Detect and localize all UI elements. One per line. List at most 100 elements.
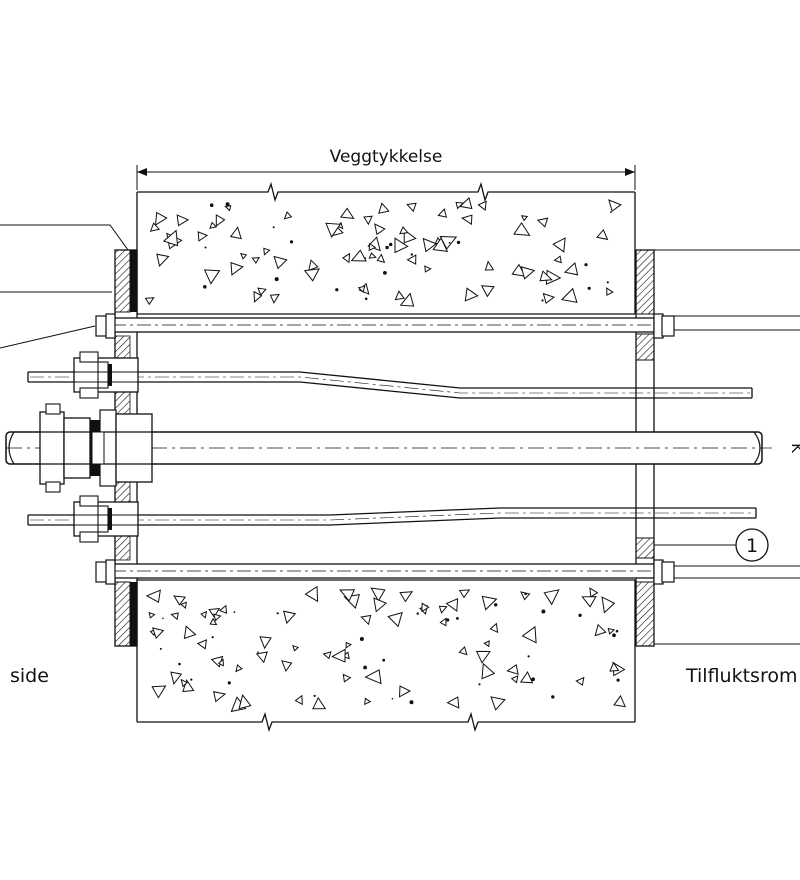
aggregate-stone — [589, 587, 599, 598]
aggregate-grain — [313, 694, 316, 698]
aggregate-stone — [464, 287, 479, 302]
aggregate-stone — [489, 622, 499, 634]
aggregate-stone — [203, 269, 221, 285]
aggregate-stone — [357, 285, 366, 293]
aggregate-grain — [289, 240, 294, 244]
aggregate-stone — [506, 663, 519, 675]
aggregate-stone — [209, 221, 218, 229]
aggregate-grain — [203, 285, 207, 289]
aggregate-grain — [389, 242, 393, 247]
aggregate-grain — [610, 211, 612, 214]
aggregate-stone — [445, 598, 459, 612]
aggregate-stone — [217, 658, 224, 667]
aggregate-stone — [235, 664, 243, 673]
aggregate-stone — [197, 231, 209, 242]
aggregate-stone — [345, 641, 352, 649]
aggregate-grain — [612, 633, 616, 638]
edge-letter: K — [788, 443, 800, 454]
aggregate-grain — [233, 611, 236, 613]
aggregate-stone — [176, 214, 190, 227]
aggregate-grain — [527, 655, 530, 658]
aggregate-stone — [484, 260, 495, 271]
aggregate-stone — [553, 255, 562, 264]
aggregate-stone — [394, 237, 409, 254]
aggregate-stone — [536, 217, 549, 228]
aggregate-stone — [373, 597, 388, 613]
aggregate-stone — [342, 252, 351, 264]
concrete-wall-bottom — [136, 579, 636, 733]
aggregate-stone — [292, 644, 300, 652]
aggregate-stone — [421, 602, 430, 613]
aggregate-stone — [304, 585, 319, 603]
aggregate-stone — [374, 223, 386, 236]
leader-lines-left — [0, 224, 129, 349]
aggregate-grain — [606, 281, 609, 284]
aggregate-stone — [322, 651, 332, 660]
aggregate-stone — [273, 255, 288, 270]
aggregate-stone — [339, 207, 355, 220]
aggregate-stone — [218, 604, 228, 614]
aggregate-grain — [584, 263, 588, 267]
aggregate-stone — [607, 627, 616, 635]
aggregate-grain — [276, 612, 279, 615]
aggregate-grain — [446, 618, 450, 622]
aggregate-stone — [230, 261, 244, 276]
cable-upper — [27, 371, 753, 399]
aggregate-stone — [483, 640, 490, 648]
aggregate-stone — [606, 287, 614, 296]
aggregate-stone — [475, 650, 491, 664]
aggregate-stone — [331, 648, 346, 663]
aggregate-stone — [180, 678, 188, 688]
aggregate-stone — [238, 693, 252, 710]
aggregate-grain — [227, 681, 231, 685]
aggregate-stone — [342, 673, 352, 683]
aggregate-grain — [162, 617, 164, 620]
aggregate-grain — [190, 678, 193, 681]
aggregate-stone — [563, 262, 579, 276]
aggregate-grain — [178, 662, 181, 666]
aggregate-stone — [560, 287, 578, 304]
aggregate-stone — [281, 660, 293, 673]
aggregate-grain — [209, 203, 214, 207]
wall-thickness-label: Veggtykkelse — [330, 147, 443, 167]
aggregate-grain — [531, 677, 535, 682]
aggregate-stone — [283, 610, 297, 625]
aggregate-stone — [213, 613, 222, 622]
aggregate-grain — [416, 612, 419, 615]
aggregate-stone — [539, 270, 553, 282]
aggregate-grain — [382, 658, 386, 662]
aggregate-stone — [269, 293, 280, 304]
aggregate-grain — [391, 698, 394, 700]
aggregate-stone — [259, 636, 272, 650]
aggregate-stone — [376, 253, 386, 264]
aggregate-stone — [481, 595, 498, 611]
aggregate-stone — [312, 696, 327, 710]
aggregate-grain — [578, 613, 582, 617]
aggregate-stone — [364, 697, 372, 706]
aggregate-grain — [359, 637, 364, 641]
aggregate-stone — [325, 222, 342, 238]
aggregate-stone — [387, 611, 403, 628]
aggregate-stone — [520, 266, 536, 280]
aggregate-grain — [410, 253, 413, 256]
aggregate-grain — [494, 603, 498, 607]
aggregate-stone — [170, 612, 179, 621]
aggregate-stone — [575, 676, 585, 686]
aggregate-stone — [490, 696, 506, 711]
aggregate-grain — [524, 592, 527, 596]
aggregate-stone — [595, 228, 609, 241]
aggregate-stone — [458, 589, 471, 599]
aggregate-stone — [439, 617, 447, 627]
aggregate-stone — [521, 625, 537, 644]
aggregate-stone — [399, 292, 415, 307]
aggregate-stone — [200, 610, 208, 619]
aggregate-stone — [215, 214, 226, 227]
aggregate-stone — [255, 651, 268, 664]
aggregate-stone — [542, 292, 556, 305]
aggregate-stone — [257, 287, 267, 296]
concrete-wall-top — [136, 181, 636, 315]
aggregate-grain — [551, 695, 555, 699]
aggregate-stone — [154, 211, 168, 226]
aggregate-stone — [156, 253, 170, 268]
aggregate-stone — [519, 670, 534, 684]
